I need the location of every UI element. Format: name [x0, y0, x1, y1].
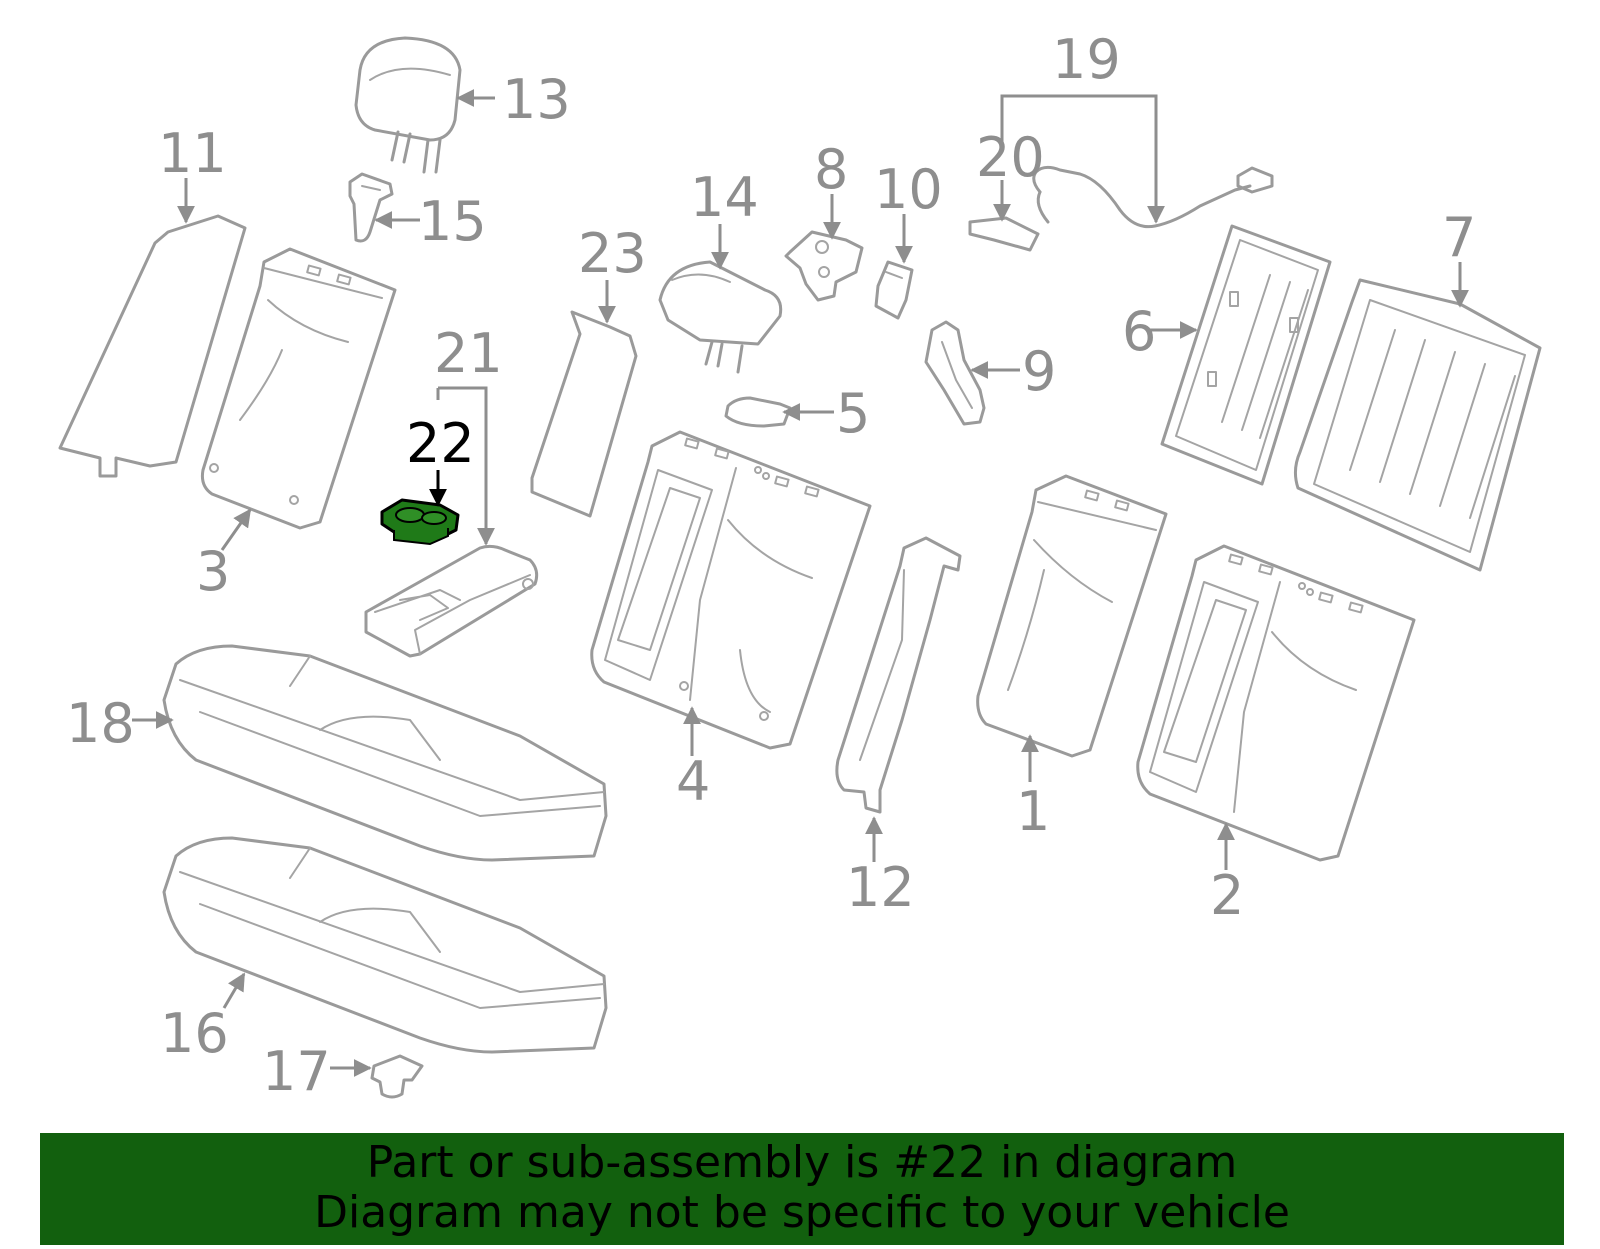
- part-15-headrest-guide[interactable]: [348, 172, 394, 243]
- part-8-bracket[interactable]: [784, 230, 864, 302]
- callout-4[interactable]: 4: [676, 750, 710, 813]
- part-6-rear-board[interactable]: [1160, 224, 1332, 486]
- callout-17[interactable]: 17: [262, 1040, 331, 1103]
- part-2-seatback-far-right[interactable]: [1136, 544, 1416, 862]
- callout-8[interactable]: 8: [814, 138, 848, 201]
- callout-7[interactable]: 7: [1442, 206, 1476, 269]
- callout-9[interactable]: 9: [1022, 340, 1056, 403]
- callout-2[interactable]: 2: [1210, 864, 1244, 927]
- part-16-cushion-pad[interactable]: [162, 836, 608, 1054]
- info-banner: Part or sub-assembly is #22 in diagram D…: [40, 1133, 1564, 1245]
- callout-12[interactable]: 12: [846, 856, 915, 919]
- part-10-clip[interactable]: [874, 260, 914, 320]
- part-4-seatback-center[interactable]: [590, 430, 872, 750]
- callout-3[interactable]: 3: [196, 540, 230, 603]
- callout-15[interactable]: 15: [418, 190, 487, 253]
- part-9-hinge-trim[interactable]: [924, 320, 986, 426]
- part-5-cover[interactable]: [724, 396, 792, 428]
- banner-line-part: Part or sub-assembly is #22 in diagram: [366, 1137, 1238, 1188]
- callout-labels: 13 15 11 3 21 22 23 14 8 10 5 9 19 20 6 …: [66, 28, 1476, 1103]
- part-3-seatback-left[interactable]: [200, 247, 397, 530]
- callout-6[interactable]: 6: [1122, 300, 1156, 363]
- part-12-side-bolster[interactable]: [835, 536, 962, 814]
- callout-21[interactable]: 21: [434, 322, 503, 385]
- part-17-clip[interactable]: [370, 1054, 424, 1099]
- callout-18[interactable]: 18: [66, 692, 135, 755]
- callout-11[interactable]: 11: [158, 122, 227, 185]
- callout-20[interactable]: 20: [976, 126, 1045, 189]
- callout-13[interactable]: 13: [502, 68, 571, 131]
- part-22-cup-holder[interactable]: [380, 498, 460, 546]
- callout-22[interactable]: 22: [406, 412, 475, 475]
- callout-16[interactable]: 16: [160, 1002, 229, 1065]
- part-11-back-panel[interactable]: [58, 214, 247, 478]
- callout-19[interactable]: 19: [1052, 28, 1121, 91]
- callout-5[interactable]: 5: [836, 382, 870, 445]
- part-14-center-headrest[interactable]: [658, 260, 783, 374]
- banner-line-disclaimer: Diagram may not be specific to your vehi…: [314, 1187, 1290, 1238]
- part-7-large-board[interactable]: [1293, 278, 1542, 572]
- leader-lines: [132, 89, 1469, 1077]
- callout-1[interactable]: 1: [1016, 780, 1050, 843]
- part-20-connector[interactable]: [968, 216, 1040, 252]
- part-19-wire-harness[interactable]: [1032, 165, 1274, 229]
- callout-14[interactable]: 14: [690, 166, 759, 229]
- callout-10[interactable]: 10: [874, 158, 943, 221]
- part-21-armrest[interactable]: [364, 544, 539, 658]
- part-18-cushion-cover[interactable]: [162, 644, 608, 862]
- callout-23[interactable]: 23: [578, 222, 647, 285]
- part-1-seatback-right[interactable]: [976, 474, 1168, 758]
- part-13-headrest[interactable]: [354, 36, 462, 174]
- part-23-trim-panel[interactable]: [530, 310, 638, 518]
